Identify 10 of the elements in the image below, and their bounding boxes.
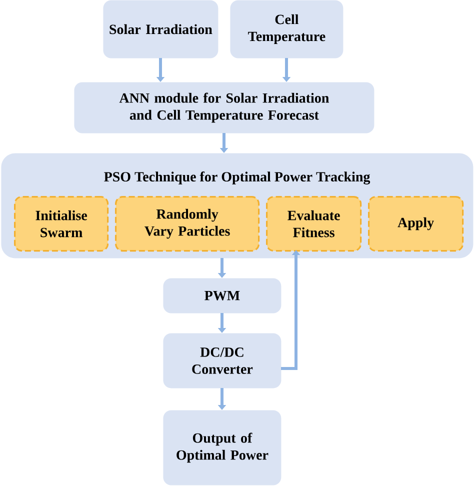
step-box: Initialise Swarm (14, 196, 109, 252)
step-box: Randomly Vary Particles (115, 196, 260, 252)
step-box: Apply (368, 196, 464, 252)
process-box: Output of Optimal Power (163, 410, 282, 486)
process-box: Cell Temperature (230, 0, 344, 58)
process-box: ANN module for Solar Irradiation and Cell Temperature Forecast (74, 82, 374, 134)
step-box: Evaluate Fitness (266, 196, 362, 252)
process-box: Solar Irradiation (103, 0, 218, 58)
process-box: PWM (163, 278, 282, 314)
process-box: DC/DC Converter (163, 333, 282, 388)
